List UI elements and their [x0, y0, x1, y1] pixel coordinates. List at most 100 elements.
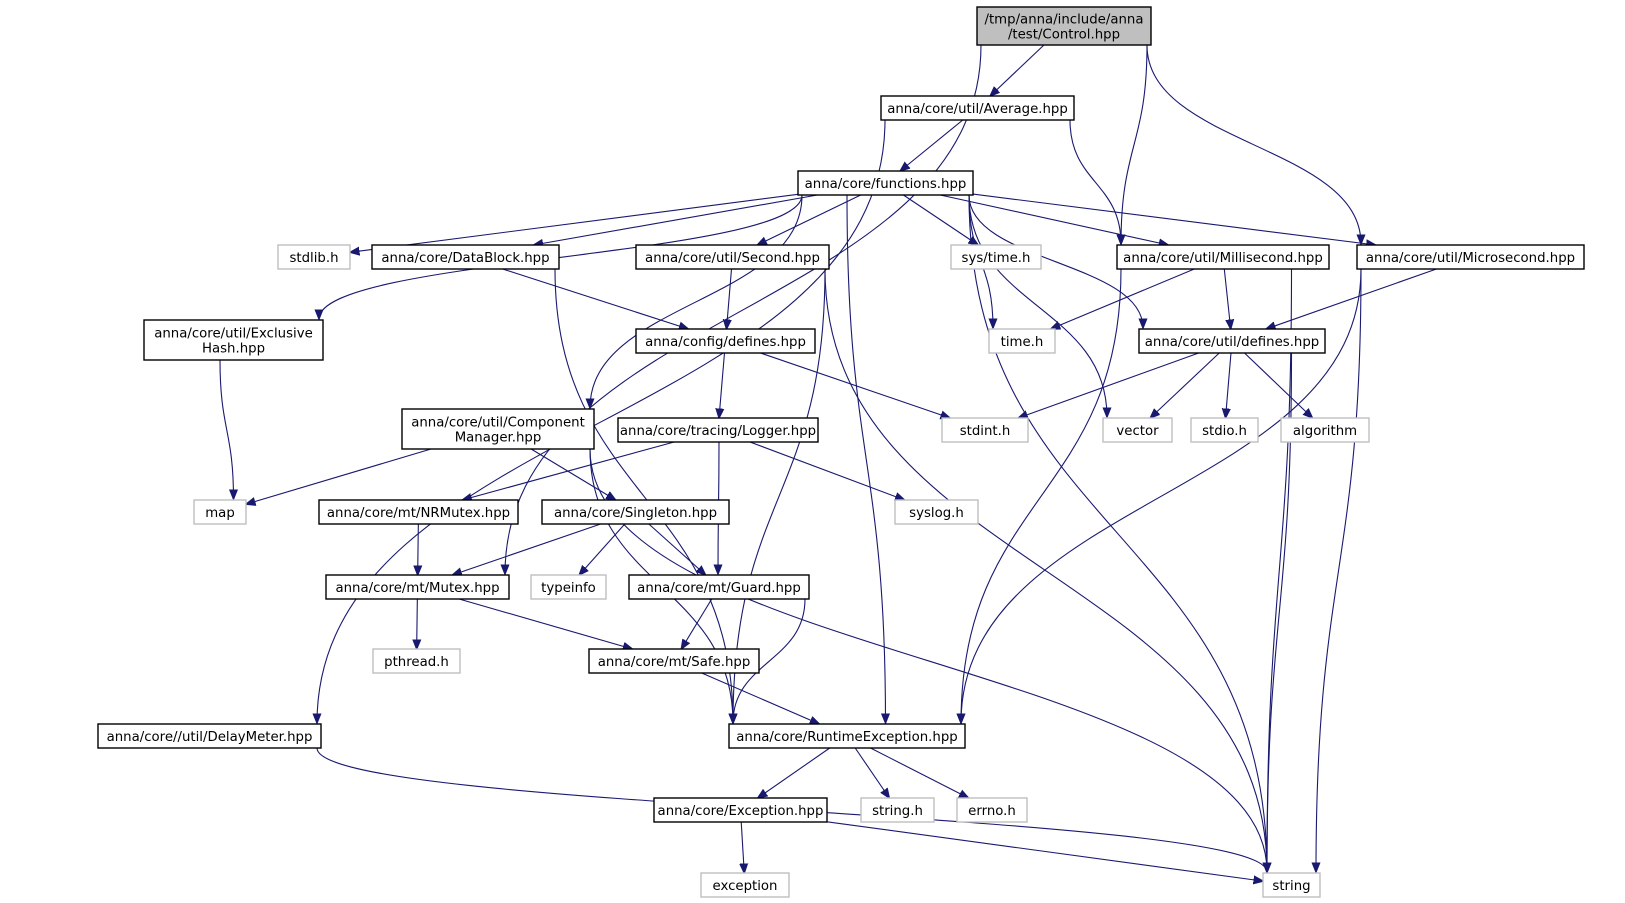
- edge-guard-to-safe: [681, 598, 713, 649]
- node-box: [325, 574, 510, 600]
- node-mutex[interactable]: anna/core/mt/Mutex.hpp: [325, 574, 510, 600]
- node-label: anna/core/util/Second.hpp: [645, 251, 820, 266]
- node-label: anna/config/defines.hpp: [645, 335, 806, 350]
- node-box: [628, 574, 810, 600]
- node-control[interactable]: /tmp/anna/include/anna/test/Control.hpp: [976, 6, 1152, 46]
- node-syslog: syslog.h: [894, 499, 979, 525]
- edge-singleton-to-typeinfo: [579, 523, 626, 575]
- node-box: [635, 244, 830, 270]
- node-label: algorithm: [1293, 424, 1357, 439]
- node-box: [1262, 872, 1321, 898]
- node-label: Manager.hpp: [455, 431, 542, 446]
- node-label: anna/core/mt/NRMutex.hpp: [327, 506, 510, 521]
- node-label: anna/core/util/Average.hpp: [887, 102, 1068, 117]
- node-delaymeter[interactable]: anna/core//util/DelayMeter.hpp: [97, 723, 322, 749]
- edge-singleton-to-mutex: [452, 523, 601, 575]
- node-box: [976, 6, 1152, 46]
- node-label: exception: [713, 879, 778, 894]
- node-configdefines[interactable]: anna/config/defines.hpp: [635, 328, 816, 354]
- node-label: typeinfo: [541, 581, 596, 596]
- edge-average-to-millisecond: [1069, 119, 1121, 244]
- node-runtimeexception[interactable]: anna/core/RuntimeException.hpp: [728, 723, 966, 749]
- edge-millisecond-to-timeh: [1051, 268, 1195, 329]
- node-label: string.h: [872, 804, 923, 819]
- node-errno: errno.h: [956, 797, 1028, 823]
- edge-millisecond-to-utildefines: [1223, 268, 1230, 329]
- edge-functions-to-vector: [968, 194, 1107, 417]
- node-datablock[interactable]: anna/core/DataBlock.hpp: [371, 244, 560, 270]
- node-box: [880, 95, 1075, 121]
- node-box: [97, 723, 322, 749]
- node-box: [1138, 328, 1326, 354]
- edge-functions-to-systime: [903, 194, 978, 245]
- node-label: Hash.hpp: [202, 342, 265, 357]
- edge-average-to-delaymeter: [317, 119, 886, 723]
- edge-functions-to-runtimeexception: [846, 194, 886, 723]
- edges: [219, 44, 1437, 881]
- node-millisecond[interactable]: anna/core/util/Millisecond.hpp: [1116, 244, 1330, 270]
- edge-runtimeexception-to-exception: [758, 747, 831, 798]
- node-microsecond[interactable]: anna/core/util/Microsecond.hpp: [1356, 244, 1585, 270]
- node-label: anna/core//util/DelayMeter.hpp: [107, 730, 313, 745]
- node-box: [401, 408, 595, 450]
- node-stringh: string.h: [860, 797, 935, 823]
- node-label: anna/core/util/defines.hpp: [1145, 335, 1320, 350]
- node-stdio: stdio.h: [1190, 417, 1259, 443]
- edge-configdefines-to-stdint: [760, 352, 950, 418]
- edge-second-to-runtimeexception: [733, 268, 826, 723]
- node-label: anna/core/tracing/Logger.hpp: [620, 424, 816, 439]
- edge-control-to-microsecond: [1146, 44, 1361, 244]
- node-label: /tmp/anna/include/anna: [984, 13, 1143, 28]
- edge-componentmanager-to-string: [589, 448, 1267, 872]
- node-box: [728, 723, 966, 749]
- node-box: [372, 648, 461, 674]
- edge-control-to-millisecond: [1121, 44, 1148, 244]
- node-utildefines[interactable]: anna/core/util/defines.hpp: [1138, 328, 1326, 354]
- node-exceptionsys: exception: [700, 872, 790, 898]
- node-box: [941, 417, 1029, 443]
- node-box: [894, 499, 979, 525]
- node-label: anna/core/mt/Mutex.hpp: [335, 581, 499, 596]
- edge-configdefines-to-logger: [719, 352, 726, 418]
- node-label: stdint.h: [960, 424, 1011, 439]
- node-average[interactable]: anna/core/util/Average.hpp: [880, 95, 1075, 121]
- nodes: /tmp/anna/include/anna/test/Control.hpp a…: [97, 6, 1585, 898]
- node-nrmutex[interactable]: anna/core/mt/NRMutex.hpp: [318, 499, 519, 525]
- node-typeinfo: typeinfo: [530, 574, 607, 600]
- edge-control-to-average: [990, 44, 1045, 96]
- node-label: anna/core/util/Microsecond.hpp: [1366, 251, 1575, 266]
- node-logger[interactable]: anna/core/tracing/Logger.hpp: [617, 417, 819, 443]
- node-guard[interactable]: anna/core/mt/Guard.hpp: [628, 574, 810, 600]
- edge-functions-to-millisecond: [940, 194, 1168, 245]
- node-box: [1116, 244, 1330, 270]
- node-functions[interactable]: anna/core/functions.hpp: [797, 170, 974, 196]
- edge-functions-to-stdlib: [350, 193, 799, 252]
- node-label: stdlib.h: [289, 251, 338, 266]
- node-safe[interactable]: anna/core/mt/Safe.hpp: [588, 648, 760, 674]
- node-label: anna/core/util/Millisecond.hpp: [1123, 251, 1323, 266]
- edge-datablock-to-runtimeexception: [554, 268, 733, 723]
- edge-safe-to-runtimeexception: [701, 672, 820, 724]
- edge-mutex-to-pthread: [417, 598, 418, 649]
- node-label: anna/core/Exception.hpp: [658, 804, 824, 819]
- edge-functions-to-utildefines: [968, 194, 1143, 328]
- node-singleton[interactable]: anna/core/Singleton.hpp: [541, 499, 730, 525]
- edge-exception-to-exceptionsys: [741, 821, 744, 873]
- node-box: [277, 244, 351, 270]
- node-label: anna/core/mt/Safe.hpp: [598, 655, 751, 670]
- node-label: sys/time.h: [962, 251, 1031, 266]
- node-box: [635, 328, 816, 354]
- edge-millisecond-to-runtimeexception: [961, 268, 1122, 723]
- node-exception[interactable]: anna/core/Exception.hpp: [653, 797, 828, 823]
- edge-utildefines-to-string: [1267, 352, 1293, 872]
- node-second[interactable]: anna/core/util/Second.hpp: [635, 244, 830, 270]
- node-label: /test/Control.hpp: [1008, 28, 1120, 43]
- node-label: anna/core/RuntimeException.hpp: [736, 730, 957, 745]
- edge-datablock-to-configdefines: [502, 268, 689, 329]
- edge-componentmanager-to-singleton: [530, 448, 615, 500]
- node-box: [797, 170, 974, 196]
- edge-exclusivehash-to-map: [219, 359, 234, 499]
- edge-functions-to-microsecond: [972, 193, 1376, 245]
